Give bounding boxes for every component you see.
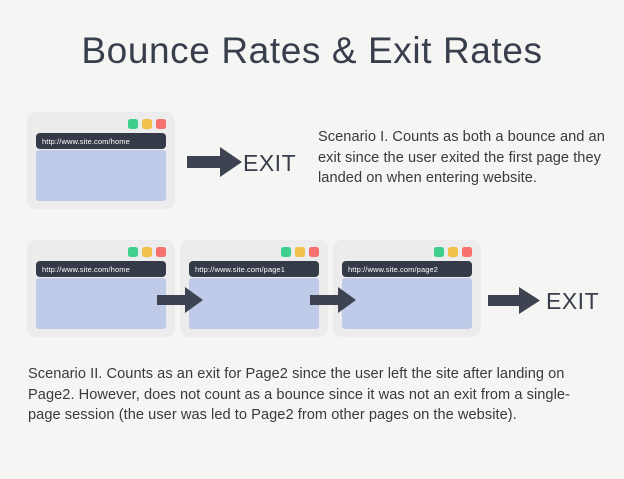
exit-label-scenario1: EXIT (243, 150, 297, 176)
window-dots (128, 119, 166, 129)
url-text: http://www.site.com/page2 (348, 264, 439, 274)
arrow-right-icon-exit-scenario2 (488, 287, 540, 314)
scenario2-description: Scenario II. Counts as an exit for Page2… (28, 366, 570, 423)
page-viewport (342, 278, 472, 329)
page-viewport (36, 278, 166, 329)
url-text: http://www.site.com/home (42, 136, 130, 146)
arrow-right-icon-page1-to-page2 (310, 287, 356, 313)
window-dot-yellow-icon (295, 247, 305, 257)
url-bar[interactable]: http://www.site.com/home (36, 133, 166, 149)
browser-window-page1-scenario2[interactable]: http://www.site.com/page1 (180, 240, 328, 337)
browser-window-home-scenario2[interactable]: http://www.site.com/home (27, 240, 175, 337)
window-dot-yellow-icon (142, 247, 152, 257)
window-dot-green-icon (128, 247, 138, 257)
window-dots (128, 247, 166, 257)
page-title: Bounce Rates & Exit Rates (81, 30, 543, 71)
arrow-right-icon-home-to-page1 (157, 287, 203, 313)
scenario1-description: Scenario I. Counts as both a bounce and … (318, 129, 605, 186)
url-bar[interactable]: http://www.site.com/page2 (342, 261, 472, 277)
window-dot-green-icon (281, 247, 291, 257)
window-dot-yellow-icon (448, 247, 458, 257)
window-dot-green-icon (128, 119, 138, 129)
url-text: http://www.site.com/page1 (195, 264, 286, 274)
url-bar[interactable]: http://www.site.com/home (36, 261, 166, 277)
window-dot-red-icon (156, 247, 166, 257)
page-viewport (36, 150, 166, 201)
window-dot-yellow-icon (142, 119, 152, 129)
window-dot-green-icon (434, 247, 444, 257)
window-dot-red-icon (462, 247, 472, 257)
browser-window-home-scenario1[interactable]: http://www.site.com/home (27, 112, 175, 209)
url-text: http://www.site.com/home (42, 264, 130, 274)
window-dots (281, 247, 319, 257)
window-dots (434, 247, 472, 257)
window-dot-red-icon (309, 247, 319, 257)
browser-window-page2-scenario2[interactable]: http://www.site.com/page2 (333, 240, 481, 337)
arrow-right-icon-exit-scenario1 (187, 147, 242, 177)
page-viewport (189, 278, 319, 329)
exit-label-scenario2: EXIT (546, 288, 600, 314)
url-bar[interactable]: http://www.site.com/page1 (189, 261, 319, 277)
window-dot-red-icon (156, 119, 166, 129)
